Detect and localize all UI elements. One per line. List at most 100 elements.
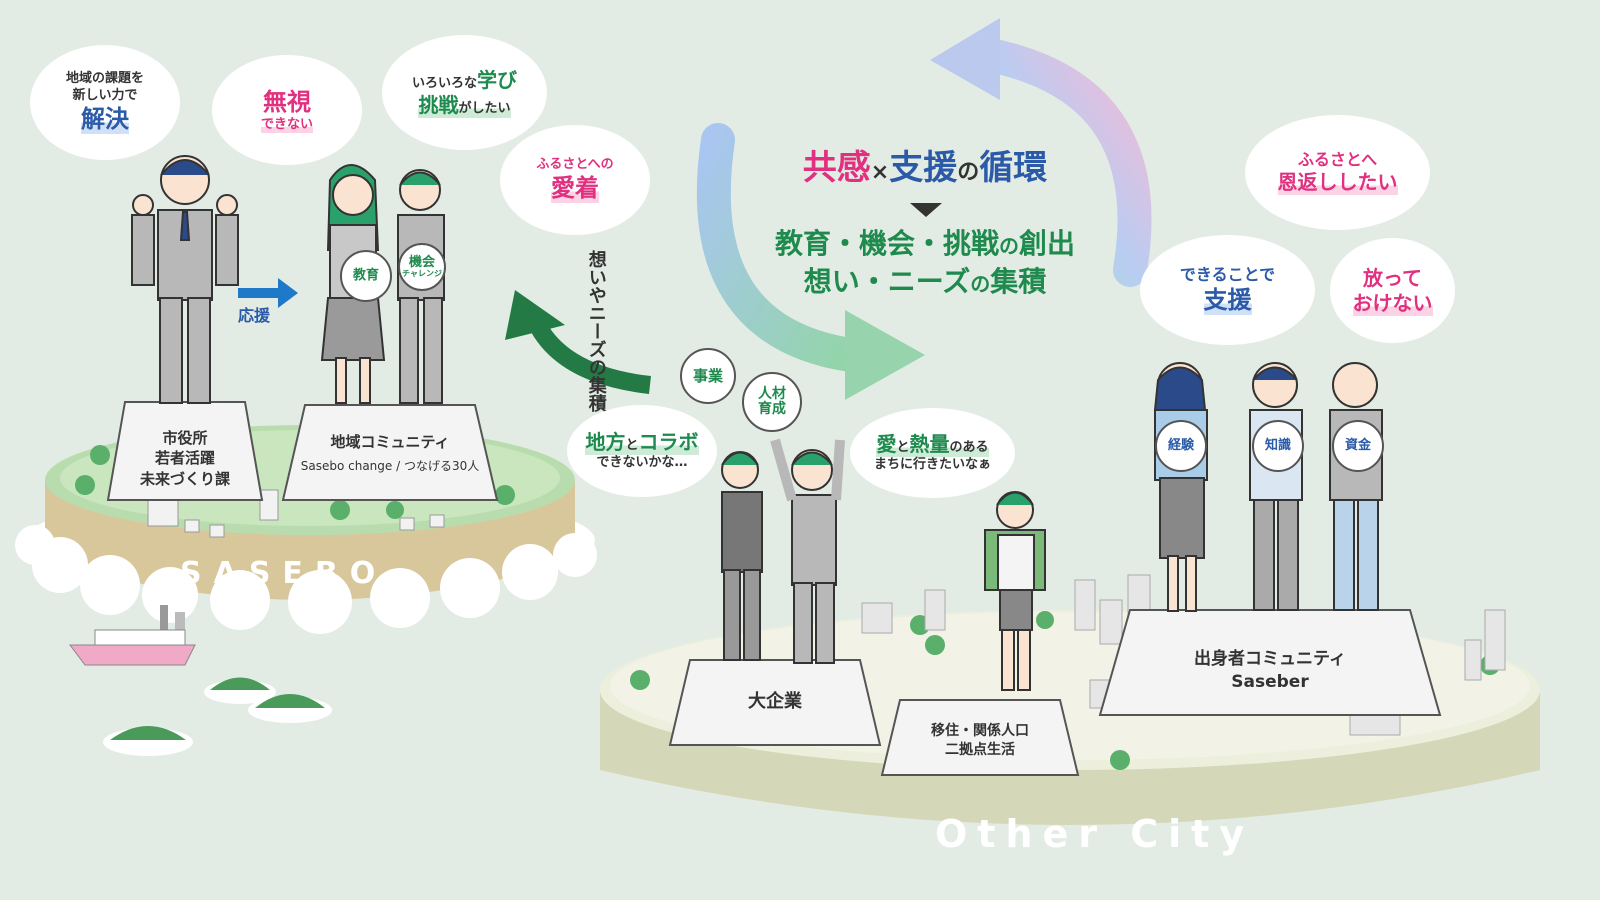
cycle-subtitle: 教育・機会・挑戦の創出 想い・ニーズの集積 [735,225,1115,301]
subtitle-line2-a: 教育・機会・挑戦 [774,227,999,260]
bubble-learn: いろいろな学び 挑戦がしたい [382,35,547,150]
bubble-passion-line1b: と [896,440,910,456]
bubble-collab: 地方とコラボ できないかな… [567,405,717,497]
bubble-solve-line2: 新しい力で [72,87,138,103]
pedestal-alumni-line2: Saseber [1231,671,1309,692]
needs-arrow [526,315,652,394]
circle-business: 事業 [680,348,736,404]
bubble-support: できることで 支援 [1140,235,1315,345]
cycle-title: 共感×支援の循環 [745,140,1105,189]
needs-arrow-head [505,290,565,340]
figure-elder [1329,362,1383,611]
subtitle-line3-c: 集積 [990,264,1047,298]
figure-woman [1153,362,1208,612]
needs-label-line2: ニーズの [585,304,607,376]
subtitle-line2-c: 創出 [1019,227,1076,260]
islets [103,677,332,756]
bubble-repay-line1: ふるさとへ [1297,150,1378,169]
bubble-learn-line2a: 挑戦 [418,92,459,117]
ball-experience: 経験 [1155,420,1207,472]
ball-knowledge: 知識 [1252,420,1304,472]
support-label: 応援 [238,306,271,325]
subtitle-line3-b: の [970,271,991,296]
ball-opportunity-line1: 機会 [408,254,435,270]
bubble-learn-line1a: いろいろな [411,75,477,91]
bubble-cannot-line2: おけない [1352,290,1433,316]
circle-talent: 人材 育成 [742,372,802,432]
pedestal-city-label: 市役所 若者活躍 未来づくり課 [110,428,260,489]
pedestal-company-label: 大企業 [748,691,802,712]
title-support: 支援 [889,148,958,188]
needs-label-line3: 集積 [585,376,607,412]
ball-opportunity: 機会 チャレンジ [398,243,446,291]
bubble-passion-line1a: 愛 [876,432,897,457]
pedestal-migration-line2: 二拠点生活 [945,741,1015,758]
bubble-passion-line1d: のある [949,440,989,456]
needs-label-line1: 想いや [585,250,607,304]
bubble-cannot-line1: 放って [1363,265,1422,290]
bubble-repay-line2: 恩返ししたい [1277,170,1398,195]
bubble-passion-line1c: 熱量 [909,432,950,457]
bubble-repay: ふるさとへ 恩返ししたい [1245,115,1430,230]
pedestal-alumni-line1: 出身者コミュニティ [1194,649,1346,669]
title-cycle: 循環 [979,148,1048,188]
cycle-arrow-bottom [696,123,867,372]
subtitle-line3-a: 想い・ニーズ [803,264,971,298]
bubble-collab-line1b: と [625,438,639,454]
subtitle-line2-b: の [999,234,1019,258]
pedestal-city-line1: 市役所 [162,429,208,447]
pedestal-migration [880,699,1080,776]
pedestal-community [281,404,499,501]
bubble-collab-line1c: コラボ [638,430,699,455]
bubble-collab-line1a: 地方 [585,430,626,455]
bubble-solve-line1: 地域の課題を [65,71,144,87]
ball-funds: 資金 [1332,420,1384,472]
ball-education: 教育 [340,250,392,302]
cycle-arrow-top-head [930,18,1000,100]
pedestal-migration-line1: 移住・関係人口 [931,723,1029,739]
sasebo-label: SASEBO [180,556,388,591]
bubble-attachment-line2: 愛着 [551,173,599,204]
figure-businesswoman [721,451,763,661]
figure-official [131,155,239,404]
needs-arrow-label: 想いや ニーズの 集積 [585,250,607,412]
bubble-attachment: ふるさとへの 愛着 [500,125,650,235]
bubble-passion: 愛と熱量のある まちに行きたいなぁ [850,408,1015,498]
figure-backpacker [984,491,1046,691]
bubble-learn-line1b: 学び [477,67,517,92]
bubble-attachment-line1: ふるさとへの [536,156,614,172]
cycle-arrow-top [973,38,1152,287]
ball-opportunity-line2: チャレンジ [402,268,442,278]
title-empathy: 共感 [802,148,871,188]
down-triangle-icon [910,203,942,217]
pedestal-city-line2: 若者活躍 [154,449,215,468]
title-no: の [957,160,980,185]
bubble-passion-line2: まちに行きたいなぁ [873,457,991,473]
title-times: × [870,160,890,185]
ship [69,605,196,666]
bubble-ignore: 無視 できない [212,55,362,165]
bubble-ignore-line1: 無視 [263,87,311,116]
bubble-learn-line2b: がしたい [458,100,511,116]
pedestal-alumni [1098,609,1442,716]
pedestal-migration-label: 移住・関係人口 二拠点生活 [885,722,1075,760]
bubble-support-line2: 支援 [1203,285,1252,315]
pedestal-community-label: 地域コミュニティ Sasebo change / つなげる30人 [283,432,497,474]
pedestal-community-line1: 地域コミュニティ [330,433,450,451]
circle-talent-line1: 人材 [758,385,786,402]
bubble-support-line1: できることで [1179,265,1276,284]
other-city-label: Other City [935,812,1255,856]
cycle-arrow-bottom-head [845,310,925,400]
pedestal-city-line3: 未来づくり課 [139,469,230,488]
pedestal-community-line2: Sasebo change / つなげる30人 [300,459,480,474]
circle-talent-line2: 育成 [758,401,786,417]
bubble-solve: 地域の課題を 新しい力で 解決 [30,45,180,160]
bubble-ignore-line2: できない [260,116,313,134]
pedestal-alumni-label: 出身者コミュニティ Saseber [1110,648,1430,694]
figure-businessman [770,438,845,664]
bubble-collab-line2: できないかな… [596,455,688,471]
bubble-solve-line3: 解決 [81,103,129,134]
figure-man-striped [1249,362,1303,611]
